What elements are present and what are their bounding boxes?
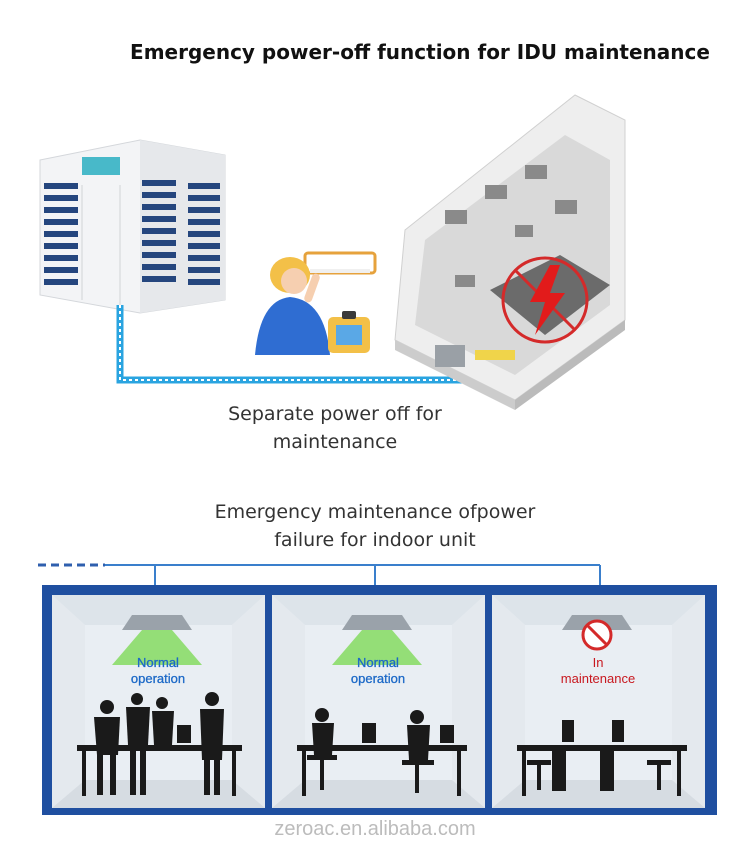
emergency-maintenance-caption: Emergency maintenance ofpower failure fo… <box>175 498 575 554</box>
room-2-status-line1: Normal <box>357 655 399 670</box>
room-2-status: Normal operation <box>328 655 428 687</box>
room-3-status: In maintenance <box>542 655 654 687</box>
outdoor-unit-illustration <box>39 139 226 314</box>
room-1-scene <box>52 595 265 808</box>
emergency-maintenance-caption-line1: Emergency maintenance ofpower <box>214 501 536 523</box>
room-3-scene <box>492 595 705 808</box>
room-2: Normal operation <box>272 595 485 808</box>
separate-power-caption-line1: Separate power off for <box>228 403 442 425</box>
room-3-status-line2: maintenance <box>560 671 636 686</box>
separate-power-caption: Separate power off for maintenance <box>185 400 485 456</box>
building-cutaway-illustration <box>394 94 626 410</box>
watermark-text: zeroac.en.alibaba.com <box>274 818 476 840</box>
room-1-status: Normal operation <box>108 655 208 687</box>
room-3-status-line1: In <box>592 655 604 670</box>
technician-illustration <box>255 251 377 355</box>
room-1-status-line1: Normal <box>137 655 179 670</box>
separate-power-caption-line2: maintenance <box>272 431 398 453</box>
room-1-status-line2: operation <box>130 671 186 686</box>
page-title: Emergency power-off function for IDU mai… <box>130 40 710 64</box>
room-2-status-line2: operation <box>350 671 406 686</box>
emergency-maintenance-caption-line2: failure for indoor unit <box>274 529 476 551</box>
room-3: In maintenance <box>492 595 705 808</box>
room-1: Normal operation <box>52 595 265 808</box>
room-2-scene <box>272 595 485 808</box>
